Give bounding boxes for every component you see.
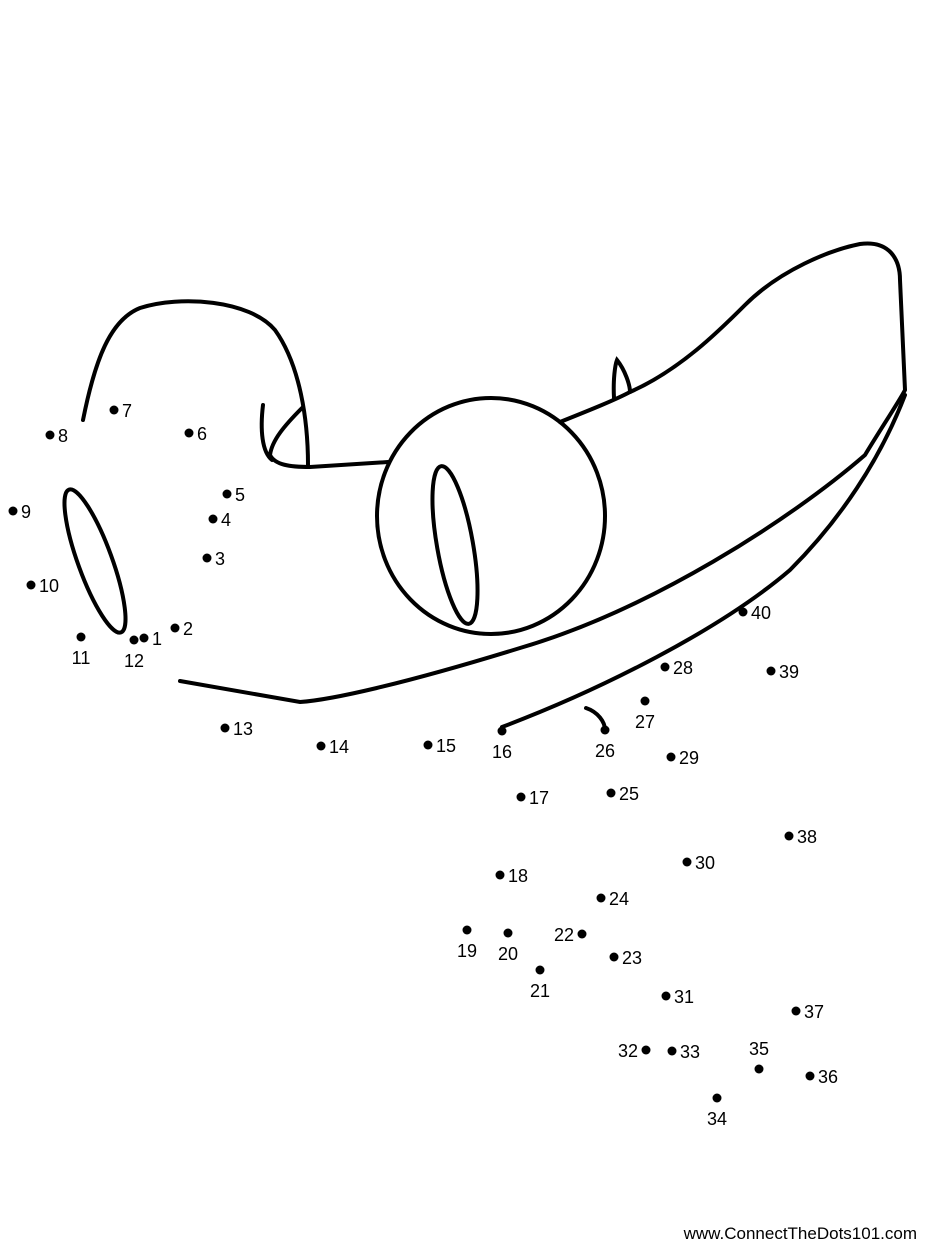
dot-label: 26 bbox=[595, 741, 615, 761]
dot-label: 38 bbox=[797, 827, 817, 847]
dot-label: 34 bbox=[707, 1109, 727, 1129]
footer-site-link[interactable]: www.ConnectTheDots101.com bbox=[683, 1224, 917, 1243]
dot-26[interactable] bbox=[600, 725, 610, 735]
dot-label: 25 bbox=[619, 784, 639, 804]
dot-label: 14 bbox=[329, 737, 349, 757]
dot-14[interactable] bbox=[316, 741, 326, 751]
dot-label: 7 bbox=[122, 401, 132, 421]
dot-19[interactable] bbox=[462, 925, 472, 935]
dot-11[interactable] bbox=[76, 632, 86, 642]
dot-label: 20 bbox=[498, 944, 518, 964]
dot-20[interactable] bbox=[503, 928, 513, 938]
dot-label: 32 bbox=[618, 1041, 638, 1061]
dot-label: 1 bbox=[152, 629, 162, 649]
dot-label: 30 bbox=[695, 853, 715, 873]
dot-35[interactable] bbox=[754, 1064, 764, 1074]
dot-38[interactable] bbox=[784, 831, 794, 841]
dot-15[interactable] bbox=[423, 740, 433, 750]
eye bbox=[375, 396, 607, 636]
dot-label: 19 bbox=[457, 941, 477, 961]
dot-39[interactable] bbox=[766, 666, 776, 676]
dot-label: 40 bbox=[751, 603, 771, 623]
eye-socket bbox=[267, 406, 390, 470]
dot-34[interactable] bbox=[712, 1093, 722, 1103]
dot-label: 8 bbox=[58, 426, 68, 446]
dot-label: 39 bbox=[779, 662, 799, 682]
dot-label: 10 bbox=[39, 576, 59, 596]
dot-13[interactable] bbox=[220, 723, 230, 733]
dot-3[interactable] bbox=[202, 553, 212, 563]
dot-9[interactable] bbox=[8, 506, 18, 516]
dot-21[interactable] bbox=[535, 965, 545, 975]
dot-label: 15 bbox=[436, 736, 456, 756]
dot-1[interactable] bbox=[139, 633, 149, 643]
dot-17[interactable] bbox=[516, 792, 526, 802]
dot-12[interactable] bbox=[129, 635, 139, 645]
dot-25[interactable] bbox=[606, 788, 616, 798]
dot-label: 17 bbox=[529, 788, 549, 808]
nostril bbox=[62, 487, 128, 635]
dot-label: 12 bbox=[124, 651, 144, 671]
dot-label: 29 bbox=[679, 748, 699, 768]
dot-label: 2 bbox=[183, 619, 193, 639]
dot-36[interactable] bbox=[805, 1071, 815, 1081]
dot-label: 3 bbox=[215, 549, 225, 569]
dot-30[interactable] bbox=[682, 857, 692, 867]
belly-line bbox=[500, 393, 907, 729]
back-outline bbox=[178, 241, 908, 705]
dot-33[interactable] bbox=[667, 1046, 677, 1056]
dot-label: 21 bbox=[530, 981, 550, 1001]
dot-label: 33 bbox=[680, 1042, 700, 1062]
dot-23[interactable] bbox=[609, 952, 619, 962]
dot-label: 22 bbox=[554, 925, 574, 945]
dot-5[interactable] bbox=[222, 489, 232, 499]
head-outline bbox=[81, 299, 310, 467]
dot-label: 13 bbox=[233, 719, 253, 739]
dot-27[interactable] bbox=[640, 696, 650, 706]
dot-label: 23 bbox=[622, 948, 642, 968]
dot-8[interactable] bbox=[45, 430, 55, 440]
dot-31[interactable] bbox=[661, 991, 671, 1001]
dot-label: 11 bbox=[72, 648, 91, 668]
dot-7[interactable] bbox=[109, 405, 119, 415]
dot-label: 27 bbox=[635, 712, 655, 732]
dot-40[interactable] bbox=[738, 607, 748, 617]
pupil bbox=[430, 464, 480, 626]
dot-label: 35 bbox=[749, 1039, 769, 1059]
dot-29[interactable] bbox=[666, 752, 676, 762]
dot-10[interactable] bbox=[26, 580, 36, 590]
dot-label: 18 bbox=[508, 866, 528, 886]
dot-37[interactable] bbox=[791, 1006, 801, 1016]
dot-28[interactable] bbox=[660, 662, 670, 672]
dot-18[interactable] bbox=[495, 870, 505, 880]
dot-label: 4 bbox=[221, 510, 231, 530]
dot-label: 5 bbox=[235, 485, 245, 505]
dot-4[interactable] bbox=[208, 514, 218, 524]
dot-label: 37 bbox=[804, 1002, 824, 1022]
dot-24[interactable] bbox=[596, 893, 606, 903]
dot-2[interactable] bbox=[170, 623, 180, 633]
dot-32[interactable] bbox=[641, 1045, 651, 1055]
dot-6[interactable] bbox=[184, 428, 194, 438]
dot-22[interactable] bbox=[577, 929, 587, 939]
dot-label: 28 bbox=[673, 658, 693, 678]
dot-label: 31 bbox=[674, 987, 694, 1007]
dot-16[interactable] bbox=[497, 726, 507, 736]
spine-fin bbox=[611, 356, 632, 400]
dot-label: 6 bbox=[197, 424, 207, 444]
dot-label: 36 bbox=[818, 1067, 838, 1087]
dot-label: 16 bbox=[492, 742, 512, 762]
dot-label: 24 bbox=[609, 889, 629, 909]
dot-label: 9 bbox=[21, 502, 31, 522]
